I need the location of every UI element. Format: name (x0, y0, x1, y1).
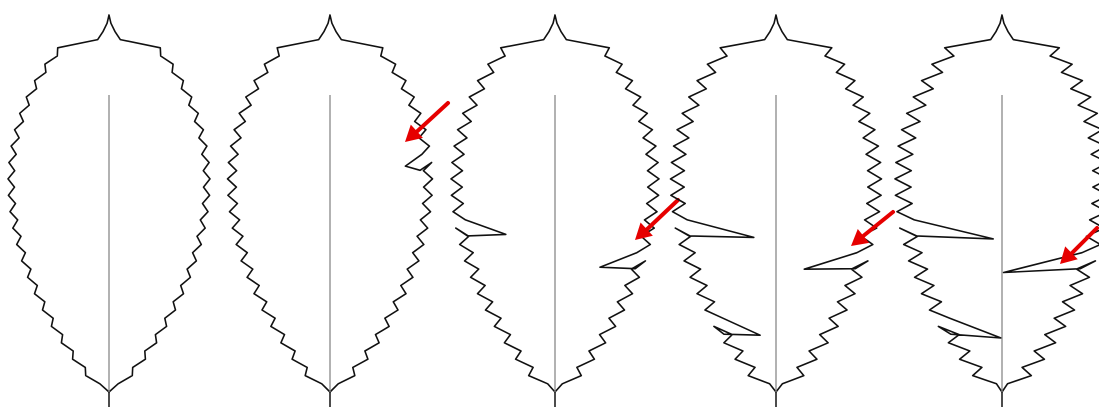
red-arrow-icon (851, 212, 893, 246)
leaf-panel-5 (895, 15, 1099, 407)
red-arrow-icon (405, 103, 448, 142)
leaf-panel-4 (671, 15, 894, 407)
leaf-panel-2 (228, 15, 449, 407)
leaf-panel-3 (451, 15, 678, 407)
leaf-outline (895, 15, 1099, 392)
leaf-panel-1 (8, 15, 210, 407)
red-arrow-icon (1060, 228, 1097, 264)
red-arrow-icon (635, 200, 678, 240)
